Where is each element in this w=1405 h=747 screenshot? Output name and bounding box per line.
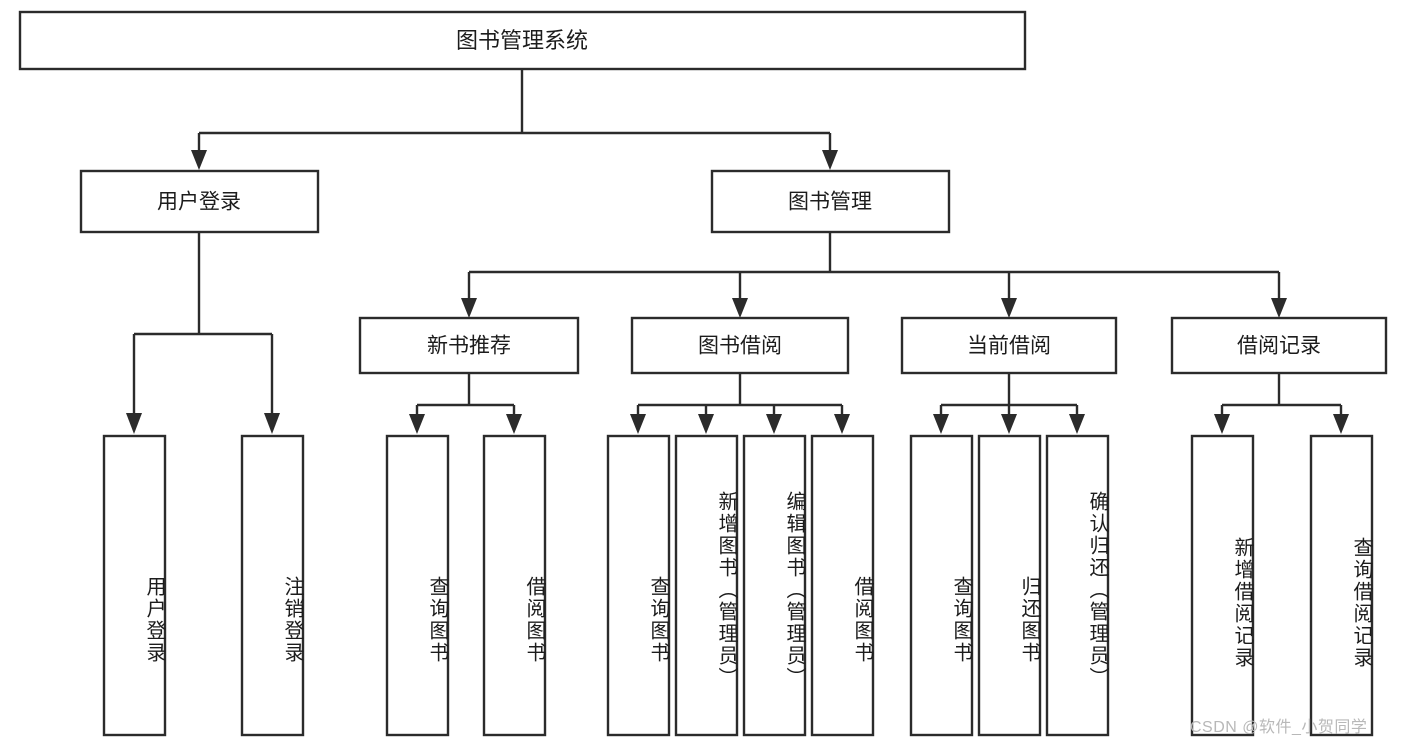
leaf-box-nb-borrow[interactable] [482,434,547,737]
node-new-book-recommend[interactable]: 新书推荐 [358,316,580,375]
leaf-box-bb-edit[interactable] [742,434,807,737]
new-book-recommend-box[interactable] [358,316,580,375]
arrow-bb-add [698,414,714,434]
arrow-nb-borrow [506,414,522,434]
arrow-bb-query [630,414,646,434]
connector-book-mgmt-to-level2 [461,232,1287,318]
arrow-cb-return [1001,414,1017,434]
leaf-box-bb-add[interactable] [674,434,739,737]
arrow-cb-query [933,414,949,434]
node-root[interactable]: 图书管理系统 [18,10,1027,71]
leaf-box-cb-return[interactable] [977,434,1042,737]
connector-current-borrow-to-leaves [933,373,1085,434]
root-box[interactable] [18,10,1027,71]
leaf-box-logout[interactable] [240,434,305,737]
node-current-borrow[interactable]: 当前借阅 [900,316,1118,375]
leaf-box-cb-confirm[interactable] [1045,434,1110,737]
leaf-box-br-query[interactable] [1309,434,1374,737]
arrow-new-book [461,298,477,318]
node-user-login[interactable]: 用户登录 [79,169,320,234]
borrow-record-label: 借阅记录 [1237,335,1321,358]
arrow-user-login [191,150,207,170]
new-book-recommend-label: 新书推荐 [427,335,511,358]
root-label: 图书管理系统 [456,28,588,53]
node-book-borrow[interactable]: 图书借阅 [630,316,850,375]
leaf-box-bb-query[interactable] [606,434,671,737]
book-management-box[interactable] [710,169,951,234]
connector-new-book-to-leaves [409,373,522,434]
arrow-cb-confirm [1069,414,1085,434]
leaf-box-nb-query[interactable] [385,434,450,737]
arrow-current-borrow [1001,298,1017,318]
arrow-nb-query [409,414,425,434]
arrow-book-borrow [732,298,748,318]
csdn-watermark: CSDN @软件_小贺同学 [1190,719,1368,736]
arrow-br-add [1214,414,1230,434]
leaf-box-cb-query[interactable] [909,434,974,737]
connector-user-login-to-leaves [126,232,280,434]
leaf-box-user-login[interactable] [102,434,167,737]
user-login-label: 用户登录 [157,191,241,214]
book-management-label: 图书管理 [788,191,872,214]
arrow-book-mgmt [822,150,838,170]
connector-book-borrow-to-leaves [630,373,850,434]
leaf-box-bb-borrow[interactable] [810,434,875,737]
arrow-bb-borrow [834,414,850,434]
current-borrow-label: 当前借阅 [967,335,1051,358]
arrow-leaf-logout [264,413,280,434]
leaf-box-br-add[interactable] [1190,434,1255,737]
borrow-record-box[interactable] [1170,316,1388,375]
arrow-bb-edit [766,414,782,434]
node-book-management[interactable]: 图书管理 [710,169,951,234]
arrow-br-query [1333,414,1349,434]
connector-root-to-level1 [191,69,838,170]
node-borrow-record[interactable]: 借阅记录 [1170,316,1388,375]
connector-borrow-record-to-leaves [1214,373,1349,434]
arrow-borrow-record [1271,298,1287,318]
current-borrow-box[interactable] [900,316,1118,375]
book-borrow-box[interactable] [630,316,850,375]
arrow-leaf-user-login [126,413,142,434]
book-borrow-label: 图书借阅 [698,335,782,358]
